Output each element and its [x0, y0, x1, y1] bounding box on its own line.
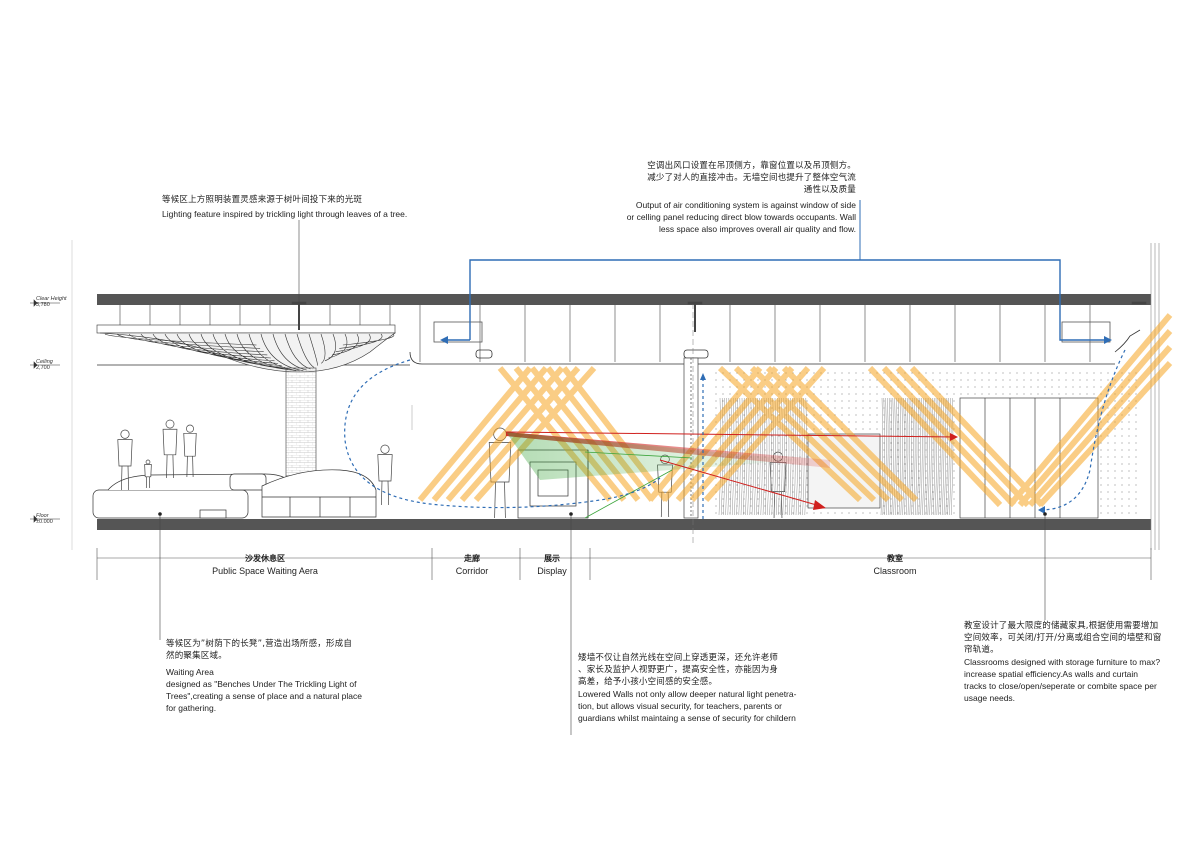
note-zh-line: 然的聚集区域。 [166, 650, 406, 662]
roof-slab [97, 294, 1151, 305]
note-en-line: Lighting feature inspired by trickling l… [162, 208, 442, 220]
zone-zh: 沙发休息区 [180, 553, 350, 565]
floor-slab [97, 519, 1151, 530]
note-en-line: Output of air conditioning system is aga… [600, 199, 856, 211]
note-en-line: guardians whilst maintaing a sense of se… [578, 712, 828, 724]
level-value: 3,780 [36, 302, 67, 308]
column [286, 368, 316, 476]
note-zh-line: 教室设计了最大限度的储藏家具,根据使用需要增加 [964, 620, 1194, 632]
zone-en: Display [522, 565, 582, 577]
level-value: ±0.000 [36, 519, 53, 525]
zone-zh: 展示 [522, 553, 582, 565]
right-wall-lines [1151, 243, 1159, 550]
level-clear-height: Clear Height 3,780 [36, 296, 67, 308]
note-en-line: or celling panel reducing direct blow to… [600, 211, 856, 223]
zone-zh: 走廊 [440, 553, 504, 565]
zone-en: Public Space Waiting Aera [180, 565, 350, 577]
zone-zh: 教室 [830, 553, 960, 565]
person-figure [378, 445, 392, 505]
person-figure [163, 420, 177, 478]
level-floor: Floor ±0.000 [36, 513, 53, 525]
level-ceiling: Ceiling 2,700 [36, 359, 53, 371]
note-en-line: increase spatial efficiency.As walls and… [964, 668, 1194, 680]
zone-en: Corridor [440, 565, 504, 577]
note-en-line: less space also improves overall air qua… [600, 223, 856, 235]
person-figure [184, 425, 196, 477]
note-en-line: designed as "Benches Under The Trickling… [166, 678, 406, 690]
note-en-line: Waiting Area [166, 666, 406, 678]
zone-display: 展示 Display [522, 553, 582, 577]
note-zh-line: 高差，给予小孩小空间感的安全感。 [578, 676, 828, 688]
note-zh-line: 矮墙不仅让自然光线在空间上穿透更深，还允许老师 [578, 652, 828, 664]
note-zh-line: 空调出风口设置在吊顶侧方，靠窗位置以及吊顶侧方。 [600, 160, 856, 172]
note-zh-line: 帘轨道。 [964, 644, 1194, 656]
waiting-benches [93, 470, 376, 518]
note-waiting: 等候区为”树荫下的长凳”,营造出场所感，形成自 然的聚集区域。 Waiting … [166, 638, 406, 714]
note-air: 空调出风口设置在吊顶侧方，靠窗位置以及吊顶侧方。 减少了对人的直接冲击。无墙空间… [600, 160, 856, 235]
air-leader-arrows [440, 336, 1112, 344]
note-en-line: tion, but allows visual security, for te… [578, 700, 828, 712]
zone-corridor: 走廊 Corridor [440, 553, 504, 577]
note-lighting: 等候区上方照明装置灵感来源于树叶间投下来的光斑 Lighting feature… [162, 194, 442, 220]
note-en-line: Lowered Walls not only allow deeper natu… [578, 688, 828, 700]
zone-waiting: 沙发休息区 Public Space Waiting Aera [180, 553, 350, 577]
level-marks [30, 240, 72, 550]
note-walls: 矮墙不仅让自然光线在空间上穿透更深，还允许老师 、家长及监护人视野更广，提高安全… [578, 652, 828, 724]
note-en-line: Trees",creating a sense of place and a n… [166, 690, 406, 702]
note-en-line: for gathering. [166, 702, 406, 714]
note-en-line: tracks to close/open/seperate or combite… [964, 680, 1194, 692]
note-zh: 等候区上方照明装置灵感来源于树叶间投下来的光斑 [162, 194, 442, 206]
note-zh-line: 通性以及质量 [600, 184, 856, 196]
note-zh-line: 等候区为”树荫下的长凳”,营造出场所感，形成自 [166, 638, 406, 650]
note-en-line: usage needs. [964, 692, 1194, 704]
note-zh-line: 、家长及监护人视野更广，提高安全性，亦能因为身 [578, 664, 828, 676]
zone-en: Classroom [830, 565, 960, 577]
note-classroom: 教室设计了最大限度的储藏家具,根据使用需要增加 空间效率，可关闭/打开/分离或组… [964, 620, 1194, 704]
level-value: 2,700 [36, 365, 53, 371]
note-zh-line: 空间效率，可关闭/打开/分离或组合空间的墙壁和窗 [964, 632, 1194, 644]
note-zh-line: 减少了对人的直接冲击。无墙空间也提升了整体空气流 [600, 172, 856, 184]
note-en-line: Classrooms designed with storage furnitu… [964, 656, 1194, 668]
zone-classroom: 教室 Classroom [830, 553, 960, 577]
